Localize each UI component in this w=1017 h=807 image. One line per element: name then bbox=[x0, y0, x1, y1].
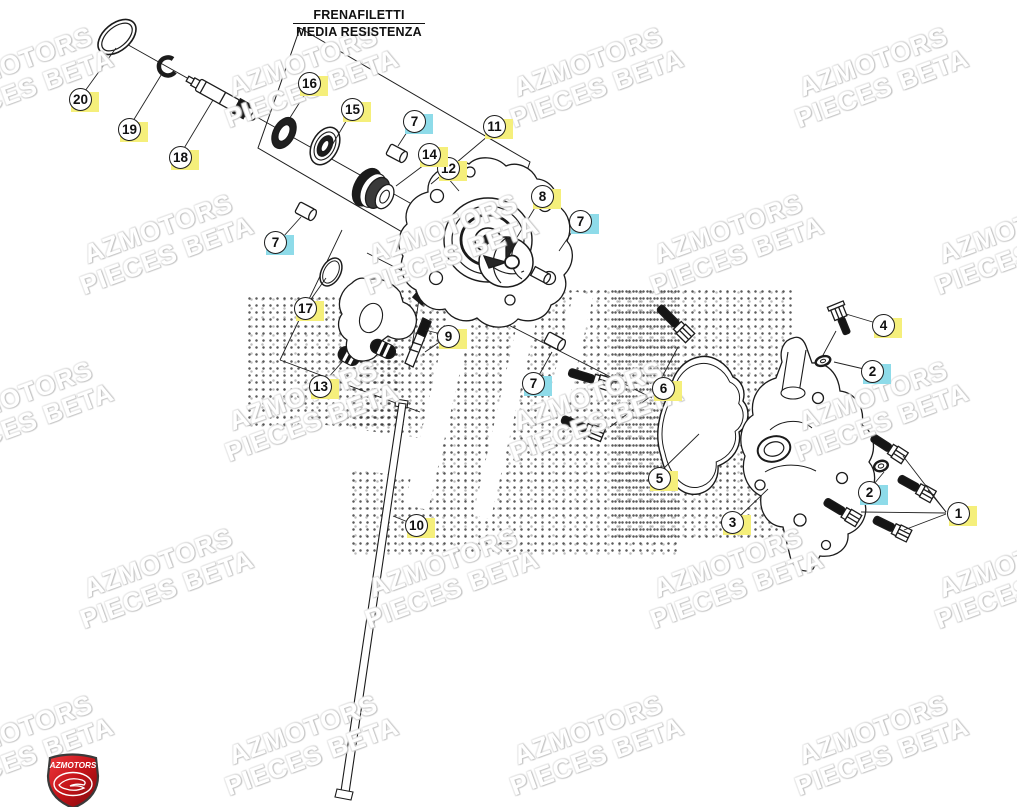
callout-number: 4 bbox=[872, 314, 895, 337]
callout-number: 17 bbox=[294, 297, 317, 320]
part-bolt-1b bbox=[897, 474, 938, 504]
part-rod-9 bbox=[404, 317, 432, 368]
callout-19[interactable]: 19 bbox=[118, 118, 148, 142]
callout-number: 14 bbox=[418, 143, 441, 166]
callout-number: 1 bbox=[947, 502, 970, 525]
callout-number: 13 bbox=[309, 375, 332, 398]
part-bolt-1c bbox=[823, 498, 863, 528]
logo-brand-text: AZMOTORS bbox=[49, 761, 97, 770]
callout-16[interactable]: 16 bbox=[298, 72, 328, 96]
callout-number: 8 bbox=[531, 185, 554, 208]
callout-17[interactable]: 17 bbox=[294, 297, 324, 321]
part-bolt-6c bbox=[560, 415, 607, 443]
callout-10[interactable]: 10 bbox=[405, 514, 435, 538]
part-pin-7b bbox=[294, 201, 318, 222]
part-oil-seal-16 bbox=[271, 116, 297, 150]
callout-14[interactable]: 14 bbox=[418, 143, 448, 167]
callout-8[interactable]: 8 bbox=[531, 185, 561, 209]
callout-number: 7 bbox=[522, 372, 545, 395]
callout-number: 10 bbox=[405, 514, 428, 537]
callout-1[interactable]: 1 bbox=[947, 502, 977, 526]
callout-number: 19 bbox=[118, 118, 141, 141]
logo-eagle-icon bbox=[58, 778, 86, 791]
logo-shield bbox=[46, 753, 100, 807]
callout-number: 11 bbox=[483, 115, 506, 138]
callout-2[interactable]: 2 bbox=[861, 360, 891, 384]
part-bolt-1a bbox=[870, 434, 910, 465]
part-bolt-6b bbox=[567, 368, 614, 392]
callout-number: 18 bbox=[169, 146, 192, 169]
callout-7[interactable]: 7 bbox=[569, 210, 599, 234]
callout-number: 7 bbox=[569, 210, 592, 233]
callout-18[interactable]: 18 bbox=[169, 146, 199, 170]
azmotors-logo: AZMOTORS bbox=[46, 753, 100, 807]
part-shaft-18 bbox=[185, 75, 259, 121]
part-pump-housing bbox=[398, 157, 573, 328]
callout-number: 5 bbox=[648, 467, 671, 490]
part-pin-7a bbox=[385, 143, 409, 164]
callout-number: 2 bbox=[858, 481, 881, 504]
part-bolt-4 bbox=[826, 300, 851, 336]
part-circlip-19 bbox=[156, 55, 177, 78]
logo-oval bbox=[53, 771, 93, 797]
part-washer-2a bbox=[814, 354, 832, 368]
callout-20[interactable]: 20 bbox=[69, 88, 99, 112]
callout-13[interactable]: 13 bbox=[309, 375, 339, 399]
part-mechanical-seal-14 bbox=[351, 167, 395, 210]
callout-9[interactable]: 9 bbox=[437, 325, 467, 349]
part-washer-2b bbox=[872, 459, 890, 473]
callout-7[interactable]: 7 bbox=[522, 372, 552, 396]
threadlocker-note-line2: MEDIA RESISTENZA bbox=[296, 25, 422, 39]
callout-7[interactable]: 7 bbox=[264, 231, 294, 255]
part-pump-cover-3 bbox=[740, 336, 876, 572]
part-impeller-8 bbox=[478, 236, 552, 288]
callout-5[interactable]: 5 bbox=[648, 467, 678, 491]
callout-11[interactable]: 11 bbox=[483, 115, 513, 139]
part-oring-20 bbox=[97, 18, 137, 56]
threadlocker-note-line1: FRENAFILETTI bbox=[293, 8, 425, 24]
callout-4[interactable]: 4 bbox=[872, 314, 902, 338]
part-bolt-6a bbox=[656, 304, 696, 344]
callout-number: 15 bbox=[341, 98, 364, 121]
callout-number: 7 bbox=[403, 110, 426, 133]
part-bolt-1d bbox=[872, 515, 913, 543]
part-oring-17 bbox=[319, 257, 343, 287]
part-bearing-15 bbox=[309, 126, 341, 166]
callout-number: 9 bbox=[437, 325, 460, 348]
callout-15[interactable]: 15 bbox=[341, 98, 371, 122]
part-rod-10 bbox=[334, 398, 409, 801]
callout-number: 3 bbox=[721, 511, 744, 534]
threadlocker-note: FRENAFILETTI MEDIA RESISTENZA bbox=[293, 8, 425, 39]
callout-number: 2 bbox=[861, 360, 884, 383]
part-pin-7d bbox=[543, 331, 567, 352]
callout-6[interactable]: 6 bbox=[652, 377, 682, 401]
callout-7[interactable]: 7 bbox=[403, 110, 433, 134]
part-lever-assembly bbox=[337, 277, 428, 362]
callout-number: 20 bbox=[69, 88, 92, 111]
callout-number: 7 bbox=[264, 231, 287, 254]
callout-number: 6 bbox=[652, 377, 675, 400]
callout-3[interactable]: 3 bbox=[721, 511, 751, 535]
callout-2[interactable]: 2 bbox=[858, 481, 888, 505]
callout-number: 16 bbox=[298, 72, 321, 95]
